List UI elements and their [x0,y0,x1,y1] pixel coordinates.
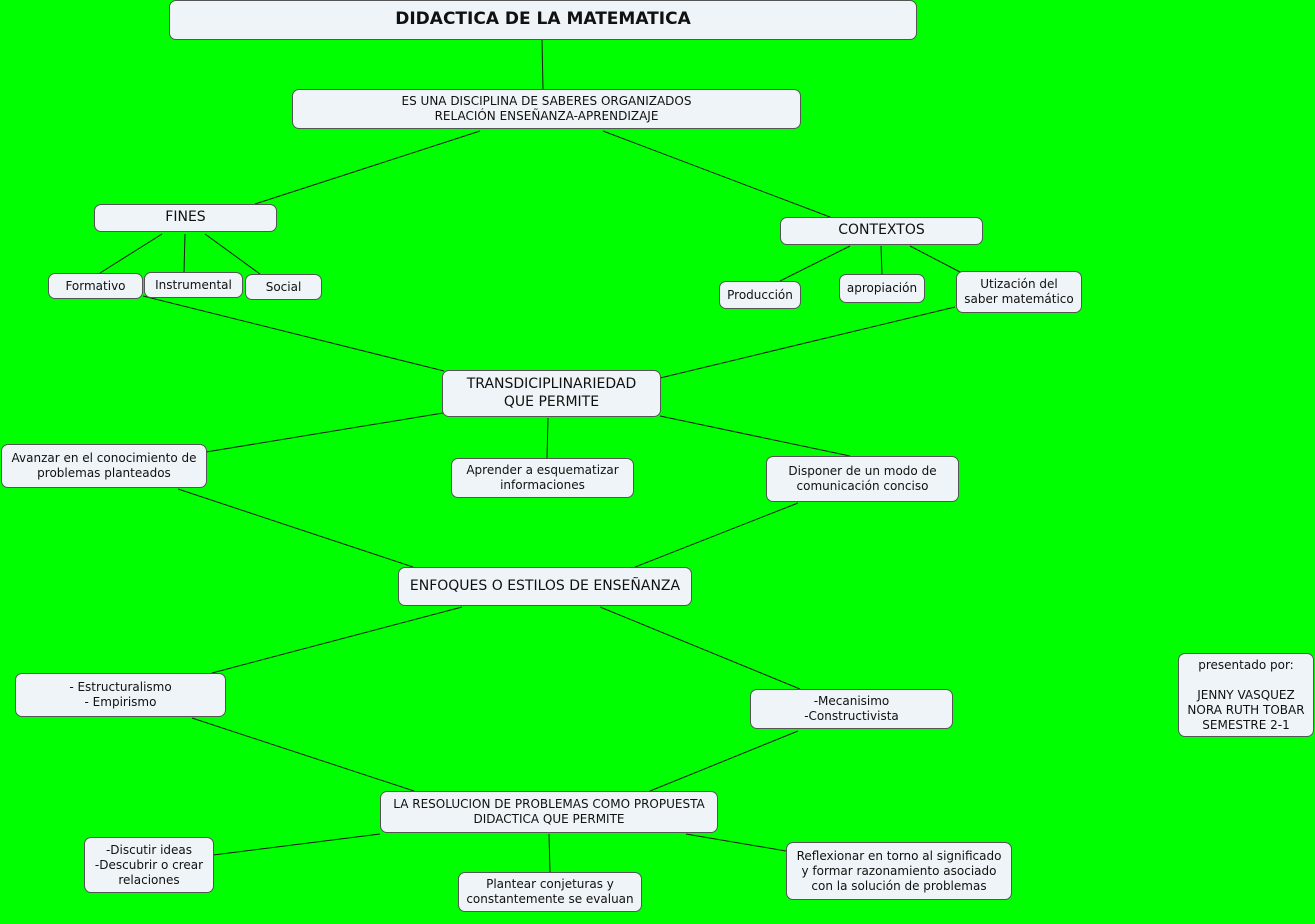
edge-enfoques-mecanisimo [599,606,801,690]
social-node: Social [245,274,322,300]
aprender-node: Aprender a esquematizar informaciones [451,458,634,498]
edge-contextos-produccion [779,245,851,282]
contextos-node: CONTEXTOS [780,217,983,245]
edge-resolucion-plantear [548,833,551,873]
plantear-node: Plantear conjeturas y constantemente se … [458,872,642,912]
edge-definition-fines [254,130,481,205]
mecanisimo-node: -Mecanisimo -Constructivista [750,689,953,729]
edge-estructuralismo-resolucion [191,717,415,792]
edge-transdisciplinariedad-avanzar [205,412,444,453]
presentado-node: presentado por: JENNY VASQUEZ NORA RUTH … [1178,653,1314,737]
disponer-node: Disponer de un modo de comunicación conc… [766,456,959,502]
edge-contextos-apropiacion [880,245,883,275]
enfoques-node: ENFOQUES O ESTILOS DE ENSEÑANZA [398,567,692,606]
edge-resolucion-discutir [212,833,381,856]
reflexionar-node: Reflexionar en torno al significado y fo… [786,842,1012,900]
edge-fines-formativo [99,233,163,274]
edge-avanzar-enfoques [177,488,414,568]
fines-node: FINES [94,204,277,232]
edge-mecanisimo-resolucion [649,730,799,792]
discutir-node: -Discutir ideas -Descubrir o crear relac… [84,837,214,893]
avanzar-node: Avanzar en el conocimiento de problemas … [1,444,207,488]
edge-resolucion-reflexionar [685,833,787,852]
resolucion-node: LA RESOLUCION DE PROBLEMAS COMO PROPUEST… [380,791,718,833]
estructuralismo-node: - Estructuralismo - Empirismo [15,673,226,717]
utilizacion-node: Utización del saber matemático [956,271,1082,313]
instrumental-node: Instrumental [144,272,243,298]
edge-definition-contextos [602,130,831,218]
edge-utilizacion-transdisciplinariedad [659,306,956,379]
apropiacion-node: apropiación [839,274,925,303]
edge-fines-instrumental [183,233,186,273]
edge-transdisciplinariedad-disponer [659,415,851,457]
edge-contextos-utilizacion [909,245,961,273]
edge-transdisciplinariedad-aprender [546,417,549,459]
title-node: DIDACTICA DE LA MATEMATICA [169,0,917,40]
produccion-node: Producción [719,281,801,309]
edge-fines-social [204,233,261,275]
edge-title-definition [541,39,544,90]
definition-node: ES UNA DISCIPLINA DE SABERES ORGANIZADOS… [292,89,801,129]
edge-formativo-transdisciplinariedad [142,295,445,372]
edge-enfoques-estructuralismo [211,606,463,674]
transdisciplinariedad-node: TRANSDICIPLINARIEDAD QUE PERMITE [442,370,661,417]
edge-disponer-enfoques [634,502,799,568]
formativo-node: Formativo [48,273,143,299]
